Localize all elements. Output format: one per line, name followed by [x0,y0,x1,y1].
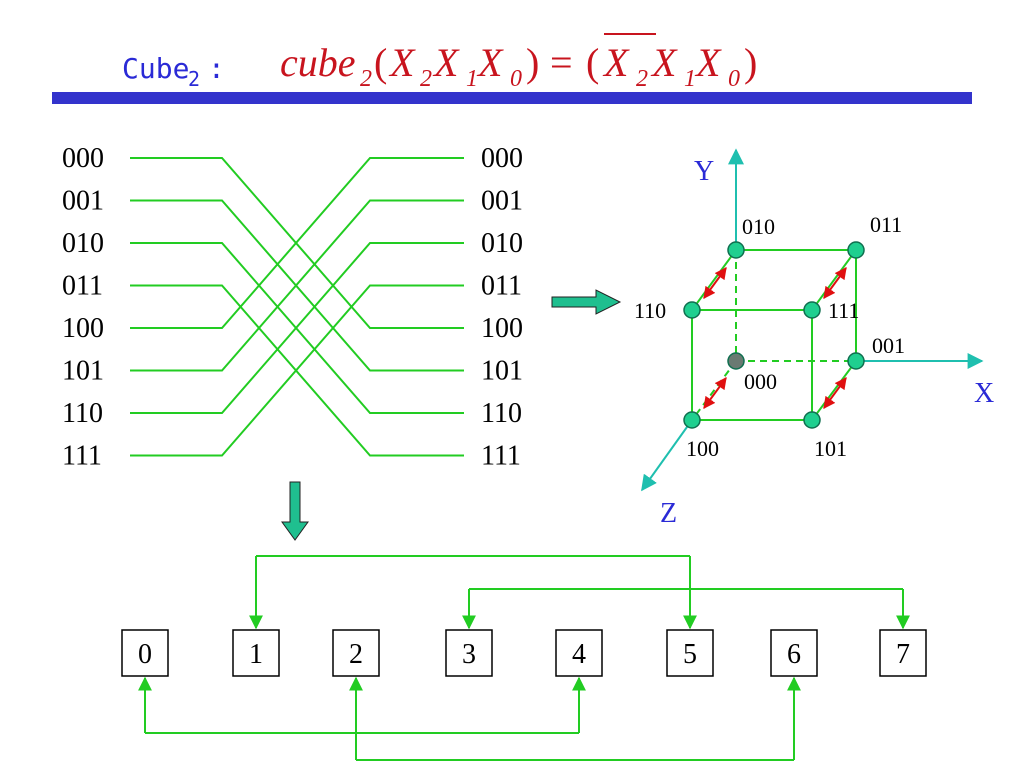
cube-node-010 [727,241,745,259]
formula-x1: X [432,40,460,85]
cube-edges [691,249,857,421]
formula-x1-subscript: 1 [466,66,478,92]
formula-rhs-x1: X [650,40,678,85]
ring-node-box [555,629,603,677]
network-input-label: 011 [62,271,103,302]
network-input-label: 111 [62,441,102,472]
swap-arrow-010-110 [703,267,727,299]
cube-node-label-011: 011 [870,212,902,237]
network-output-label: 010 [481,228,523,259]
cube-node-011 [847,241,865,259]
cube-node-label-100: 100 [686,436,719,461]
ring-node-label: 5 [683,639,697,670]
formula-rhs-x2-subscript: 2 [636,66,648,92]
z-axis [641,419,693,492]
network-wire [130,242,464,414]
cube-node-label-001: 001 [872,333,905,358]
ring-node-box [332,629,380,677]
ring-node-label: 0 [138,639,152,670]
ring-node-label: 6 [787,639,801,670]
ring-boxes: 0 1 2 3 4 5 6 7 [121,629,927,677]
title-label-subscript: 2 [188,67,200,91]
cube-diagram: Y X Z [634,148,994,529]
formula-x2: X [388,40,416,85]
ring-node-label: 1 [249,639,263,670]
formula: cube 2 ( X 2 X 1 X 0 ) = ( X 2 X 1 X 0 ) [280,33,757,92]
ring-node-box [121,629,169,677]
network-output-label: 111 [481,441,521,472]
down-arrow-icon [281,481,309,541]
network-wire [130,284,464,457]
formula-x2-subscript: 2 [420,66,432,92]
swap-arrow-001-101 [823,377,847,409]
formula-close-paren: ) [526,40,539,85]
title-colon: : [208,52,225,85]
cube-node-110 [683,301,701,319]
network-wires [130,157,464,457]
network-input-labels: 000 001 010 011 100 101 110 111 [62,143,104,472]
cube-swap-arrows [703,267,847,409]
formula-rhs-x0: X [694,40,722,85]
title-label: Cube [122,52,189,85]
network-output-label: 100 [481,313,523,344]
formula-equals: = [550,40,573,85]
cube-node-label-111: 111 [828,298,859,323]
formula-rhs-close-paren: ) [744,40,757,85]
network-input-label: 101 [62,356,104,387]
cube-node-label-110: 110 [634,298,666,323]
cube-node-label-101: 101 [814,436,847,461]
network-output-label: 110 [481,398,522,429]
network-input-label: 110 [62,398,103,429]
ring-node-label: 7 [896,639,910,670]
formula-x0-subscript: 0 [510,66,522,92]
formula-rhs-open-paren: ( [586,40,599,85]
ring-node-label: 3 [462,639,476,670]
network-wire [130,157,464,329]
ring-node-box [232,629,280,677]
formula-open-paren: ( [374,40,387,85]
cube-node-111 [803,301,821,319]
right-arrow-icon [551,289,622,315]
ring-node-box [879,629,927,677]
formula-function-name: cube [280,40,356,85]
network-input-label: 001 [62,186,104,217]
cube-node-100 [683,411,701,429]
network-output-label: 001 [481,186,523,217]
ring-node-box [666,629,714,677]
formula-function-subscript: 2 [360,66,372,92]
network-input-label: 000 [62,143,104,174]
network-wire [130,199,464,372]
cube-node-101 [803,411,821,429]
swap-arrow-011-111 [823,267,847,299]
network-input-label: 100 [62,313,104,344]
cube-node-000 [727,352,745,370]
ring-links [138,555,910,761]
formula-rhs-x2: X [602,40,630,85]
z-axis-label: Z [660,498,677,529]
network-output-label: 101 [481,356,523,387]
swap-arrow-000-100 [703,377,727,409]
x-axis-label: X [974,378,994,409]
y-axis-label: Y [694,156,714,187]
title-divider-bar [52,92,972,104]
ring-node-box [445,629,493,677]
hidden-edge-000-100 [691,360,737,421]
ring-node-box [770,629,818,677]
ring-node-label: 2 [349,639,363,670]
network-output-labels: 000 001 010 011 100 101 110 111 [481,143,523,472]
cube-node-label-000: 000 [744,369,777,394]
title: Cube 2 : cube 2 ( X 2 X 1 X 0 ) = ( X 2 … [122,33,757,92]
cube-node-001 [847,352,865,370]
network-output-label: 000 [481,143,523,174]
network-input-label: 010 [62,228,104,259]
formula-rhs-x1-subscript: 1 [684,66,696,92]
ring-node-label: 4 [572,639,586,670]
network-output-label: 011 [481,271,522,302]
formula-x0: X [476,40,504,85]
formula-rhs-x0-subscript: 0 [728,66,740,92]
cube-node-label-010: 010 [742,214,775,239]
